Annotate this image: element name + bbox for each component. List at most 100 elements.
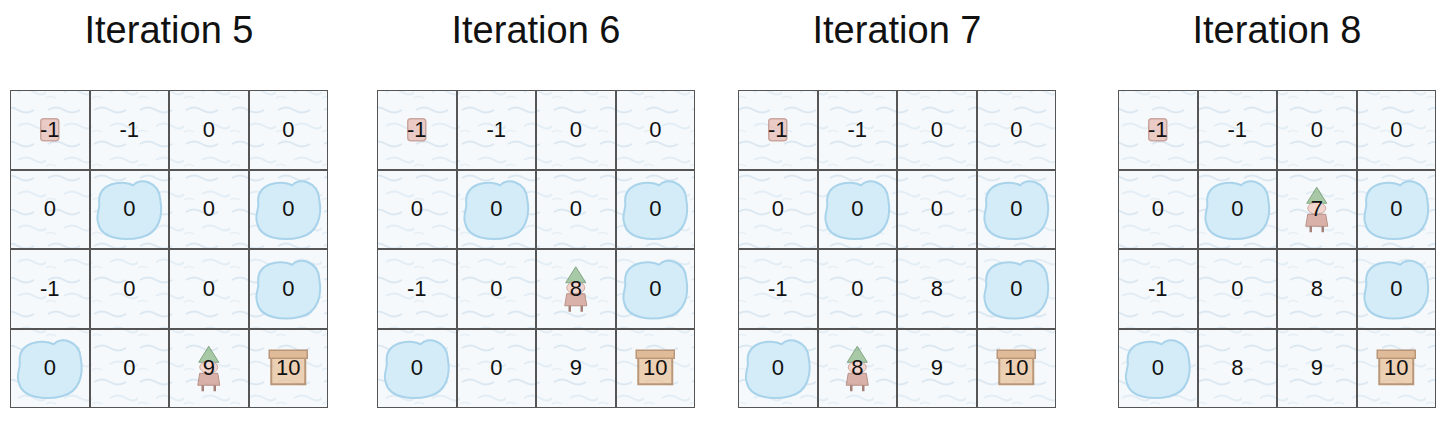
grid-cell: 0 [616, 90, 696, 170]
state-value: 0 [203, 117, 215, 143]
state-value: -1 [1227, 117, 1247, 143]
state-value: 0 [772, 355, 784, 381]
grid-cell: -1 [1118, 90, 1198, 170]
state-value: -1 [1148, 117, 1168, 143]
ice-hole [1126, 340, 1190, 398]
state-value: -1 [119, 117, 139, 143]
grid-cell: 0 [1198, 170, 1278, 250]
state-value: 0 [1311, 117, 1323, 143]
grid-cell: -1 [818, 90, 898, 170]
grid-cell: 0 [1357, 90, 1437, 170]
state-value: -1 [1148, 276, 1168, 302]
state-value: 0 [123, 355, 135, 381]
gift-box [269, 350, 307, 384]
iteration-panel: Iteration 7-1-1000000-108008910 [738, 0, 1056, 425]
ice-hole [97, 181, 161, 239]
grid-cell: 9 [1277, 329, 1357, 409]
state-value: 0 [1231, 196, 1243, 222]
grid-cell: 7 [1277, 170, 1357, 250]
state-value: -1 [407, 276, 427, 302]
grid-cell: 0 [10, 329, 90, 409]
grid-cell: 0 [457, 329, 537, 409]
grid-cell: 10 [1357, 329, 1437, 409]
state-value: 9 [1311, 355, 1323, 381]
grid-cell: 0 [249, 170, 329, 250]
grid-cell: 0 [249, 249, 329, 329]
grid-cell: 0 [169, 90, 249, 170]
grid-cell: 0 [90, 249, 170, 329]
state-value: 0 [649, 196, 661, 222]
grid-cell: 0 [457, 170, 537, 250]
grid-cell: -1 [10, 249, 90, 329]
grid-cell: 8 [818, 329, 898, 409]
grid-cell: 0 [977, 90, 1057, 170]
state-value: 8 [570, 276, 582, 302]
state-value: 0 [772, 196, 784, 222]
state-value: 0 [1010, 196, 1022, 222]
state-value: 0 [1010, 117, 1022, 143]
state-value: 0 [1010, 276, 1022, 302]
state-value: 0 [490, 276, 502, 302]
ice-hole [1364, 181, 1428, 239]
grid-cell: 0 [1277, 90, 1357, 170]
gift-box [997, 350, 1035, 384]
panel-title: Iteration 8 [1118, 2, 1436, 58]
elf-agent [1306, 187, 1328, 232]
grid-cell: -1 [90, 90, 170, 170]
panel-title: Iteration 7 [738, 2, 1056, 58]
grid-cell: 0 [536, 170, 616, 250]
state-value: 0 [931, 196, 943, 222]
grid-cell: 0 [897, 90, 977, 170]
gift-body [1379, 354, 1413, 384]
grid-cell: 10 [977, 329, 1057, 409]
grid-cell: 0 [818, 170, 898, 250]
state-value: 0 [44, 196, 56, 222]
state-value: -1 [768, 117, 788, 143]
ice-hole [18, 340, 82, 398]
grid-cell: 0 [377, 329, 457, 409]
state-value: 10 [1384, 355, 1408, 381]
state-value: 0 [1390, 196, 1402, 222]
gift-box [636, 350, 674, 384]
grid-cell: 0 [897, 170, 977, 250]
ice-hole [1364, 261, 1428, 319]
state-value: -1 [40, 276, 60, 302]
state-value: 9 [931, 355, 943, 381]
elf-legs [203, 385, 215, 391]
ice-hole [746, 340, 810, 398]
grid-cell: 8 [897, 249, 977, 329]
state-value: 9 [203, 355, 215, 381]
ice-hole [1205, 181, 1269, 239]
grid-cell: 10 [616, 329, 696, 409]
state-value: -1 [768, 276, 788, 302]
grid-board: -1-1000070-108008910 [1118, 90, 1436, 408]
elf-legs [851, 385, 863, 391]
state-value: 0 [1390, 276, 1402, 302]
grid-cell: 8 [1277, 249, 1357, 329]
grid-cell: 0 [1118, 170, 1198, 250]
state-value: 8 [931, 276, 943, 302]
state-value: 8 [851, 355, 863, 381]
grid-cell: -1 [1198, 90, 1278, 170]
grid-cell: 0 [1118, 329, 1198, 409]
grid-cell: 0 [536, 90, 616, 170]
elf-agent [565, 267, 587, 312]
grid-cell: 0 [616, 249, 696, 329]
grid-cell: 0 [977, 249, 1057, 329]
ice-hole [623, 181, 687, 239]
grid-cell: 0 [457, 249, 537, 329]
iteration-panel: Iteration 5-1-1000000-100000910 [10, 0, 328, 425]
state-value: 0 [570, 196, 582, 222]
state-value: 0 [123, 196, 135, 222]
state-value: 7 [1311, 196, 1323, 222]
ice-hole [984, 261, 1048, 319]
state-value: -1 [847, 117, 867, 143]
ice-ground [1118, 90, 1436, 408]
grid-cell: 8 [536, 249, 616, 329]
state-value: 0 [490, 355, 502, 381]
ice-hole [385, 340, 449, 398]
grid-cell: 9 [897, 329, 977, 409]
grid-board: -1-1000000-108000910 [377, 90, 695, 408]
grid-cell: 0 [10, 170, 90, 250]
ice-hole [984, 181, 1048, 239]
